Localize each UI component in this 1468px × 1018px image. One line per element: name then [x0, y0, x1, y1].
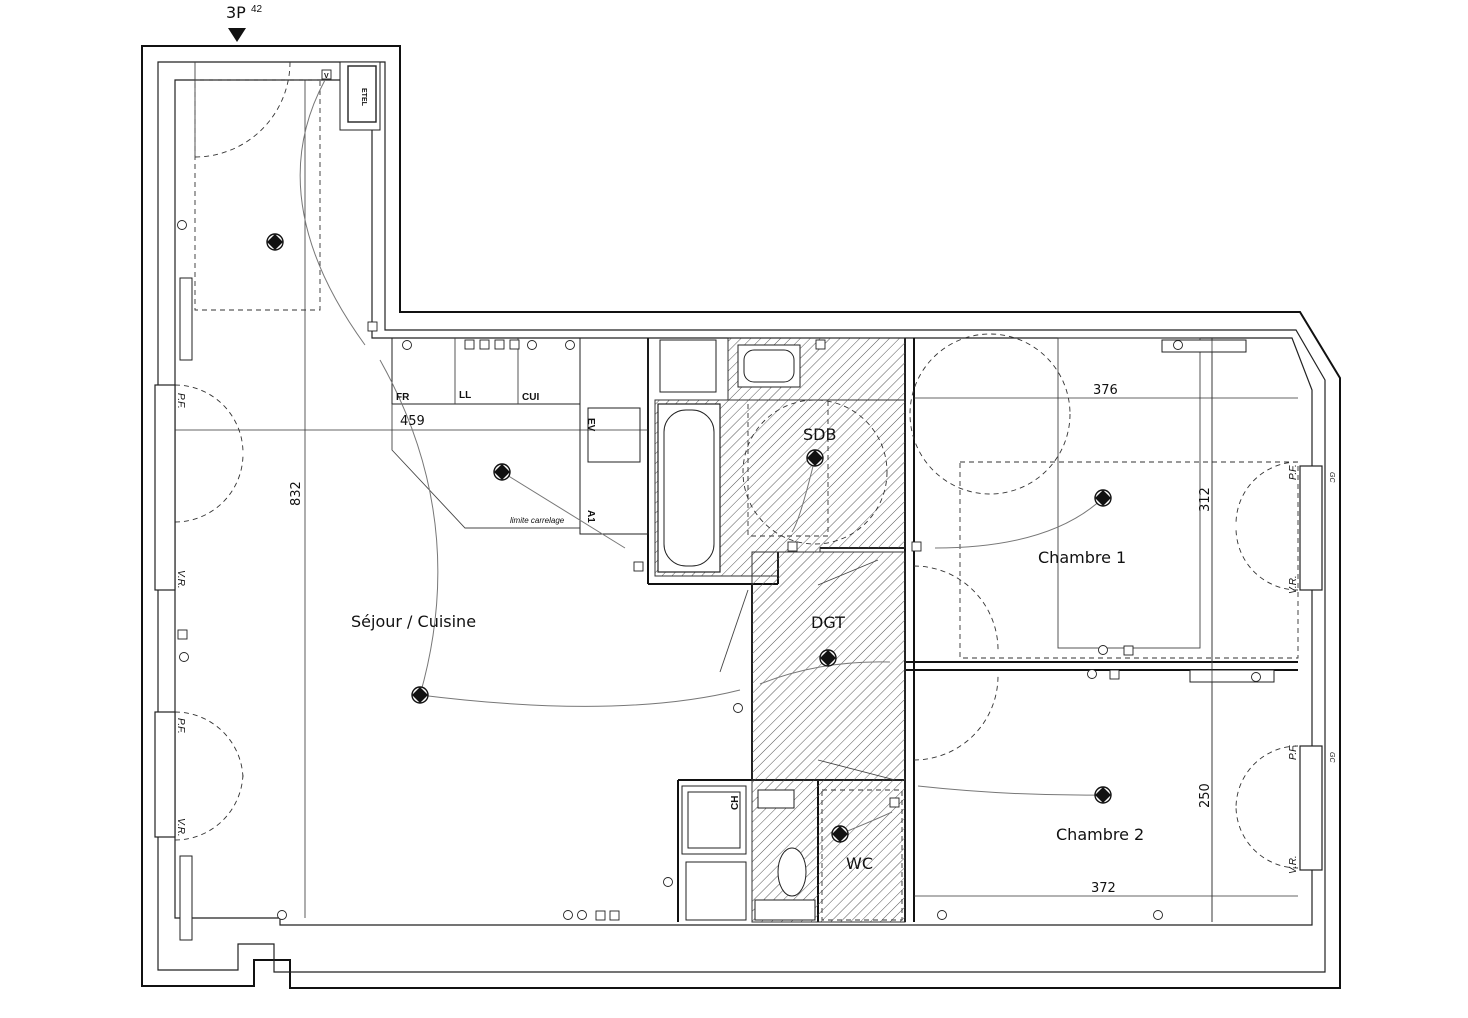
- kitchen-label-cabinet: A1: [585, 510, 596, 523]
- window-label-pf-2: P.F.: [175, 718, 186, 734]
- ceiling-light-kitchen: [493, 463, 511, 481]
- window-label-pf-3: P.F.: [1288, 464, 1299, 480]
- room-label-sdb: SDB: [803, 425, 836, 444]
- entry-label: 3P: [226, 3, 246, 22]
- room-label-dgt: DGT: [811, 613, 845, 632]
- water-heater-cupboard: [681, 785, 747, 921]
- room-label-sejour: Séjour / Cuisine: [351, 612, 476, 631]
- kitchen-label-cooktop: CUI: [522, 392, 539, 403]
- heater-chambre2: [1189, 669, 1275, 683]
- equipment-label-water-heater: CH: [730, 796, 741, 810]
- kitchen-counter: [391, 337, 649, 535]
- window-label-gc-2: GC: [1328, 752, 1335, 763]
- room-label-chambre1: Chambre 1: [1038, 548, 1126, 567]
- equipment-label-electric-panel: ETEL: [360, 88, 367, 107]
- sdb-turning-circle: [742, 399, 888, 545]
- wc-toilet: [754, 847, 816, 921]
- heater-chambre1: [1161, 339, 1247, 353]
- ceiling-light-entry: [266, 233, 284, 251]
- window-label-pf-4: P.F.: [1288, 744, 1299, 760]
- window-label-vr-2: V.R.: [175, 818, 186, 837]
- ceiling-light-sejour: [411, 686, 429, 704]
- outer-walls: [141, 45, 1341, 989]
- window-label-vr-1: V.R.: [175, 570, 186, 589]
- entry-closet-zone: [194, 79, 321, 311]
- room-label-chambre2: Chambre 2: [1056, 825, 1144, 844]
- cabinet-block: [659, 339, 717, 393]
- window-label-pf-1: P.F.: [175, 393, 186, 409]
- room-label-wc: WC: [846, 854, 873, 873]
- kitchen-label-fridge: FR: [396, 392, 410, 403]
- dimension-chambre2-width: 372: [1091, 881, 1116, 896]
- equipment-label-vent: V: [324, 73, 329, 80]
- chambre1-turning-circle: [909, 333, 1071, 495]
- chambre1-closet: [1057, 337, 1201, 649]
- ceiling-light-chambre1: [1094, 489, 1112, 507]
- electric-panel: [339, 61, 381, 131]
- chambre1-bed-zone: [959, 461, 1299, 659]
- kitchen-label-sink: EV: [585, 418, 596, 432]
- kitchen-label-dishwasher: LL: [459, 390, 471, 401]
- bathtub: [657, 403, 721, 573]
- ceiling-light-wc: [831, 825, 849, 843]
- doors: [174, 61, 1299, 869]
- dimension-chambre1-width: 376: [1093, 383, 1118, 398]
- ceiling-light-dgt: [819, 649, 837, 667]
- entry-superscript: 42: [251, 4, 263, 15]
- windows: [154, 277, 1323, 941]
- ceiling-light-chambre2: [1094, 786, 1112, 804]
- entry-arrow-icon: [228, 28, 246, 42]
- window-label-gc-1: GC: [1328, 472, 1335, 483]
- kitchen-label-tile-limit: limite carrelage: [510, 516, 565, 525]
- sdb-shower-zone: [747, 399, 829, 537]
- dimension-sejour-length: 832: [289, 481, 304, 506]
- washbasin: [737, 344, 801, 388]
- dimension-chambre2-depth: 250: [1198, 783, 1213, 808]
- ceiling-light-sdb: [806, 449, 824, 467]
- dimension-sejour-width: 459: [400, 414, 425, 429]
- wc-handbasin: [757, 789, 795, 809]
- wiring: [299, 79, 1104, 835]
- window-label-vr-3: V.R.: [1288, 575, 1299, 594]
- wc-zone: [821, 789, 903, 921]
- window-label-vr-4: V.R.: [1288, 855, 1299, 874]
- outlets: [177, 69, 1261, 921]
- dimension-chambre1-depth: 312: [1198, 487, 1213, 512]
